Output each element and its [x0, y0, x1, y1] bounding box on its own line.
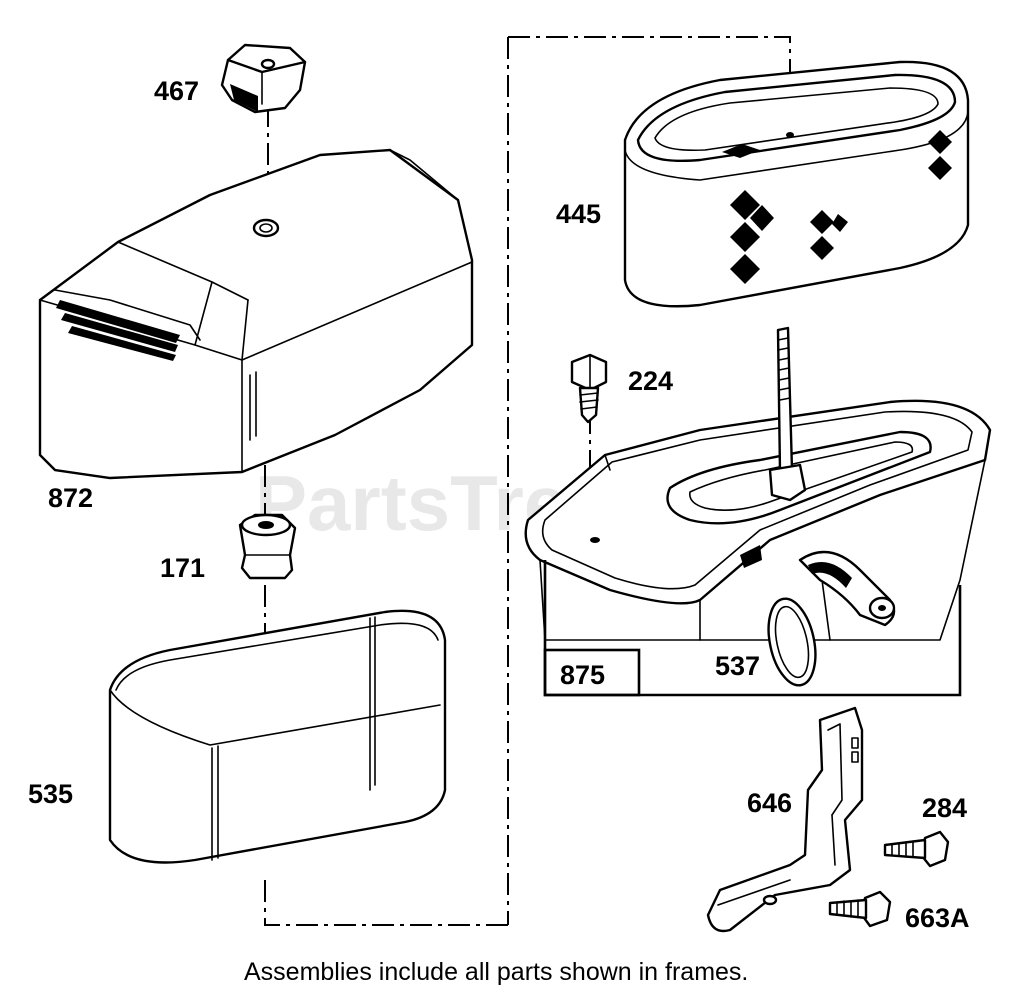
bracket-646: [706, 706, 864, 933]
precleaner-535: [108, 609, 447, 864]
label-663a: 663A: [905, 903, 970, 933]
caption: Assemblies include all parts shown in fr…: [244, 958, 748, 986]
gasket-537: [767, 597, 817, 687]
label-224: 224: [628, 366, 673, 396]
grommet-171: [238, 513, 297, 580]
label-872: 872: [48, 483, 93, 513]
stud: [768, 326, 807, 502]
screw-284: [883, 830, 950, 868]
filter-pattern: [730, 130, 952, 284]
label-171: 171: [160, 553, 205, 583]
label-284: 284: [922, 793, 967, 823]
label-537: 537: [715, 651, 760, 681]
breather-tube: [798, 550, 896, 627]
label-875: 875: [560, 660, 605, 690]
label-445: 445: [556, 199, 601, 229]
knob-467: [220, 43, 307, 114]
label-535: 535: [28, 779, 73, 809]
filter-445: [623, 60, 970, 308]
label-646: 646: [747, 788, 792, 818]
base-875: [524, 399, 992, 641]
cover-872: [38, 148, 474, 480]
bolt-224: [570, 353, 608, 424]
label-467: 467: [154, 76, 199, 106]
screw-663a: [828, 890, 892, 928]
assembly-875-frame: [543, 560, 962, 697]
